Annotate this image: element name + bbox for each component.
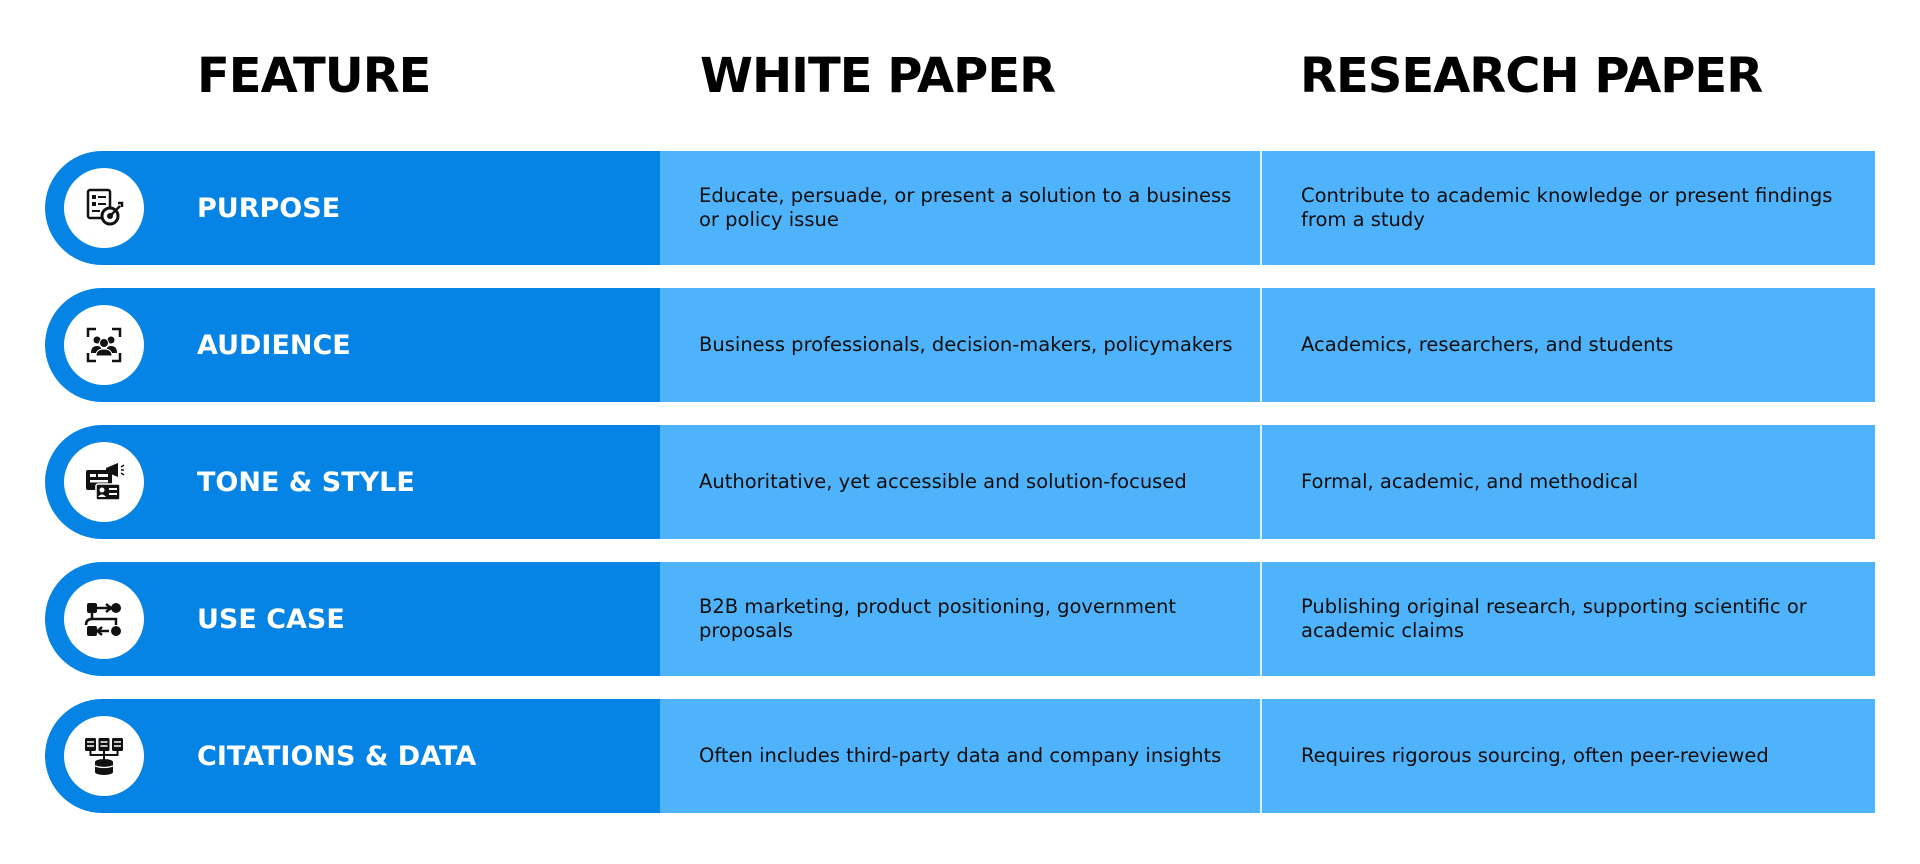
feature-label: CITATIONS & DATA [197,740,477,772]
research-paper-cell: Academics, researchers, and students [1262,288,1875,402]
workflow-icon [64,579,144,659]
column-divider [1260,425,1262,539]
column-divider [1260,699,1262,813]
research-paper-cell: Formal, academic, and methodical [1262,425,1875,539]
feature-cell: CITATIONS & DATA [45,699,660,813]
comparison-row-use-case: USE CASE B2B marketing, product position… [45,562,1875,676]
research-paper-cell: Contribute to academic knowledge or pres… [1262,151,1875,265]
checklist-target-icon [64,168,144,248]
feature-label: PURPOSE [197,192,341,224]
comparison-row-citations-data: CITATIONS & DATA Often includes third-pa… [45,699,1875,813]
white-paper-cell: Educate, persuade, or present a solution… [660,151,1260,265]
white-paper-column-header: WHITE PAPER [700,48,1056,104]
megaphone-id-card-icon [64,442,144,522]
comparison-row-purpose: PURPOSE Educate, persuade, or present a … [45,151,1875,265]
comparison-row-tone-style: TONE & STYLE Authoritative, yet accessib… [45,425,1875,539]
database-network-icon [64,716,144,796]
white-paper-cell: Authoritative, yet accessible and soluti… [660,425,1260,539]
white-paper-cell: Business professionals, decision-makers,… [660,288,1260,402]
feature-label: AUDIENCE [197,329,351,361]
research-paper-cell: Publishing original research, supporting… [1262,562,1875,676]
white-paper-cell: B2B marketing, product positioning, gove… [660,562,1260,676]
feature-label: USE CASE [197,603,345,635]
research-paper-column-header: RESEARCH PAPER [1300,48,1763,104]
column-divider [1260,288,1262,402]
feature-cell: TONE & STYLE [45,425,660,539]
feature-column-header: FEATURE [197,48,431,104]
feature-cell: AUDIENCE [45,288,660,402]
feature-label: TONE & STYLE [197,466,415,498]
comparison-row-audience: AUDIENCE Business professionals, decisio… [45,288,1875,402]
column-divider [1260,562,1262,676]
column-divider [1260,151,1262,265]
white-paper-cell: Often includes third-party data and comp… [660,699,1260,813]
feature-cell: PURPOSE [45,151,660,265]
research-paper-cell: Requires rigorous sourcing, often peer-r… [1262,699,1875,813]
feature-cell: USE CASE [45,562,660,676]
audience-group-icon [64,305,144,385]
